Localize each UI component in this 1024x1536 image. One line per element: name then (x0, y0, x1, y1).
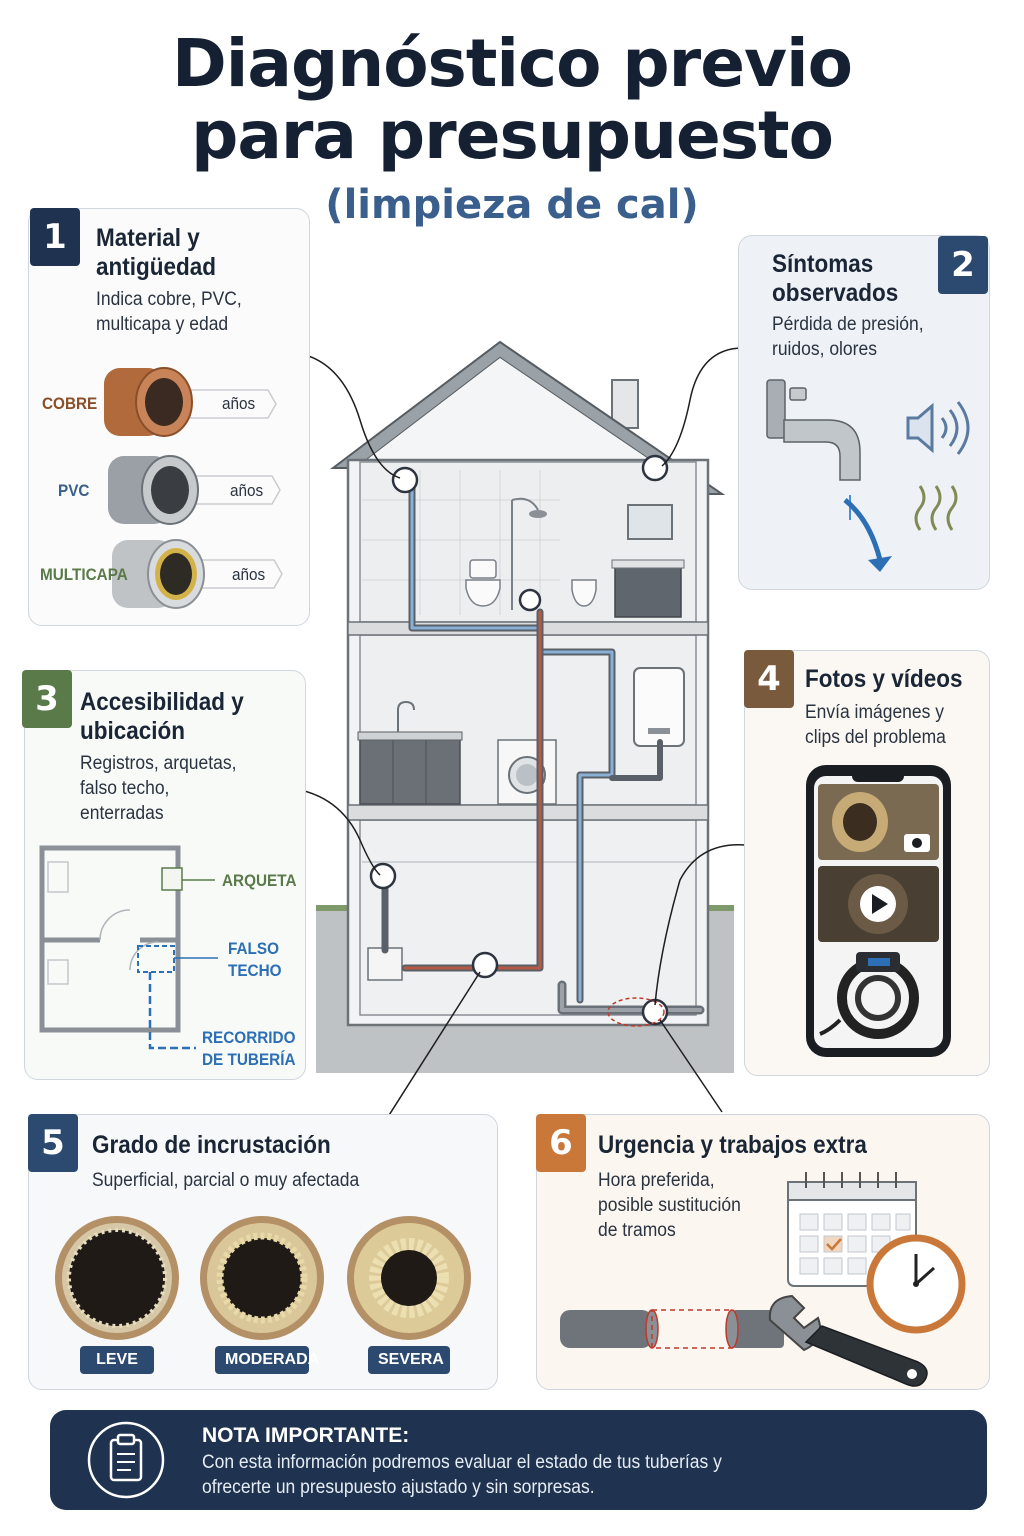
kitchen-tap (397, 700, 415, 732)
falso-techo-marker (137, 945, 175, 973)
level-leve-tag: LEVE (80, 1346, 154, 1374)
odor-icon (914, 485, 958, 531)
arqueta-marker (161, 867, 183, 891)
panel-2-number: 2 (938, 236, 988, 294)
pvc-label: PVC (58, 481, 90, 500)
pvc-age: años (230, 481, 264, 500)
pipe-leve-icon (55, 1216, 179, 1340)
faucet-icon (766, 379, 861, 520)
floor-slab-2 (347, 804, 709, 821)
pipe-section-icon (560, 1309, 784, 1349)
kitchen-cabinet (359, 737, 461, 805)
panel-6-title: Urgencia y trabajos extra (598, 1131, 867, 1159)
inspection-camera-icon (819, 952, 919, 1039)
leader-6 (659, 1019, 723, 1113)
panel-4-title: Fotos y vídeos (805, 665, 963, 693)
panel-2-desc: Pérdida de presión, ruidos, olores (772, 314, 924, 360)
mirror (627, 504, 673, 540)
wrench-icon (768, 1294, 928, 1387)
basement-room (359, 819, 697, 1016)
copper-age: años (222, 394, 256, 413)
pipe-moderada-icon (200, 1216, 324, 1340)
shower-head (529, 510, 547, 518)
panel-5-number: 5 (28, 1114, 78, 1172)
panel-6-number: 6 (536, 1114, 586, 1172)
speaker-icon (906, 401, 970, 455)
inspect-point-toilet (518, 588, 542, 612)
important-note: NOTA IMPORTANTE: Con esta información po… (50, 1410, 987, 1510)
note-text: Con esta información podremos evaluar el… (202, 1452, 722, 1498)
pipe-severa-icon (347, 1216, 471, 1340)
level-moderada-tag: MODERADA (215, 1346, 319, 1374)
leader-3 (289, 787, 381, 876)
recorrido-label: RECORRIDO DE TUBERÍA (202, 1028, 296, 1069)
inspect-point-main (471, 951, 499, 979)
leak-highlight (607, 997, 665, 1027)
panel-1-desc: Indica cobre, PVC, multicapa y edad (96, 289, 242, 335)
panel-4-desc: Envía imágenes y clips del problema (805, 702, 946, 748)
multicapa-age: años (232, 565, 266, 584)
camera-icon (904, 834, 930, 852)
inspect-point-basement (369, 862, 397, 890)
leader-4 (654, 844, 746, 1006)
panel-3-desc: Registros, arquetas, falso techo, enterr… (80, 753, 237, 824)
title-line-1: Diagnóstico previo (172, 25, 853, 102)
leader-2 (661, 347, 741, 467)
panel-1-title: Material y antigüedad (96, 224, 217, 281)
page-title: Diagnóstico previo para presupuesto (0, 28, 1024, 172)
arqueta-label: ARQUETA (222, 871, 297, 890)
panel-4-number: 4 (744, 650, 794, 708)
leader-1 (287, 351, 401, 479)
inspect-point-attic (641, 454, 669, 482)
pipe-route-marker (148, 972, 196, 1050)
panel-5-title: Grado de incrustación (92, 1131, 331, 1159)
note-title: NOTA IMPORTANTE: (202, 1424, 410, 1447)
pressure-drop-arrow (843, 498, 883, 561)
title-line-2: para presupuesto (191, 97, 834, 174)
copper-label: COBRE (42, 394, 98, 413)
inspect-point-bathroom (391, 466, 419, 494)
toilet (469, 559, 497, 579)
panel-3-number: 3 (22, 670, 72, 728)
clock-icon (866, 1234, 966, 1334)
panel-5-desc: Superficial, parcial o muy afectada (92, 1170, 360, 1191)
falso-techo-label: FALSO TECHO (228, 939, 282, 980)
multicapa-label: MULTICAPA (40, 565, 128, 584)
panel-1-number: 1 (30, 208, 80, 266)
leader-5 (371, 971, 481, 1143)
panel-3-title: Accesibilidad y ubicación (80, 688, 244, 745)
page-subtitle: (limpieza de cal) (325, 182, 699, 228)
panel-6-desc: Hora preferida, posible sustitución de t… (598, 1170, 741, 1241)
level-severa-tag: SEVERA (368, 1346, 450, 1374)
play-icon (860, 886, 896, 922)
clipboard-icon (87, 1421, 165, 1499)
panel-2-title: Síntomas observados (772, 250, 899, 307)
